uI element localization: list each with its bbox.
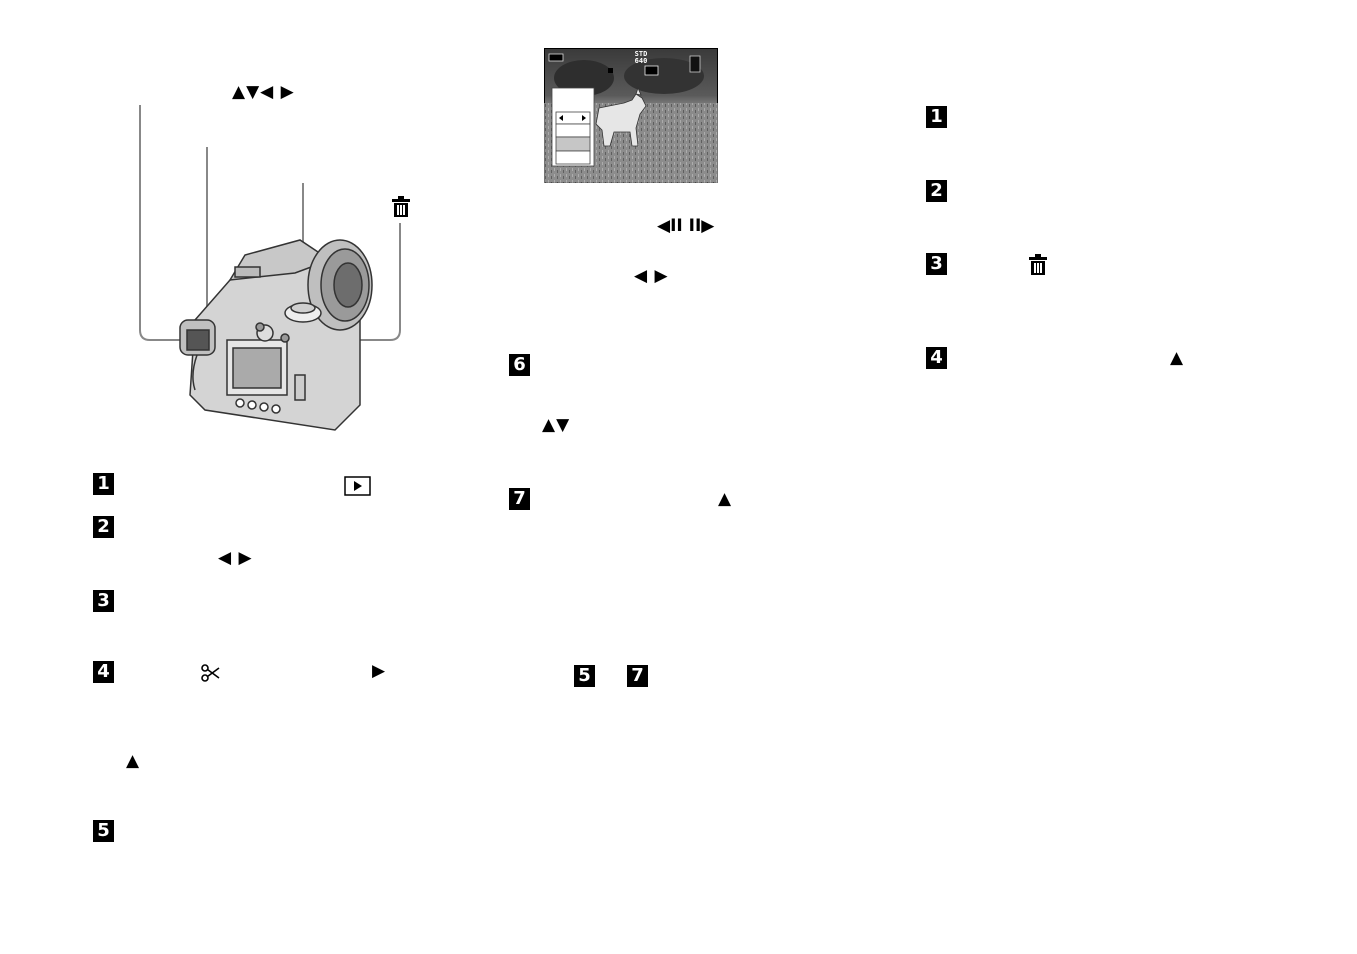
step-number-4: 4 — [93, 661, 114, 683]
right-step-number-4: 4 — [926, 347, 947, 369]
step-number-6: 6 — [509, 354, 530, 376]
quality-label: STD — [634, 50, 648, 58]
right-step-number-3: 3 — [926, 253, 947, 275]
step-number-5: 5 — [93, 820, 114, 842]
mid-up-arrow: ▲ — [718, 489, 733, 509]
frame-buttons-label: ◀II II▶ — [657, 216, 715, 236]
up-down-arrows: ▲▼ — [542, 415, 571, 435]
play-button-icon — [344, 476, 371, 496]
step-number-2: 2 — [93, 516, 114, 538]
step-number-7: 7 — [509, 488, 530, 510]
step-number-3: 3 — [93, 590, 114, 612]
arrow-keys-label: ▲▼◀ ▶ — [232, 82, 295, 102]
right-trash-icon — [1028, 254, 1048, 276]
mid-left-right-arrows: ◀ ▶ — [634, 266, 669, 286]
lcd-screen: STD 640 — [544, 48, 718, 183]
image-size-label: 640 — [634, 57, 648, 65]
trash-icon — [391, 196, 411, 218]
right-up-arrow: ▲ — [1170, 348, 1185, 368]
left-right-arrows: ◀ ▶ — [218, 548, 253, 568]
right-arrow: ▶ — [372, 661, 387, 681]
right-step-number-1: 1 — [926, 106, 947, 128]
scissors-icon — [200, 663, 220, 683]
step-number-1: 1 — [93, 473, 114, 495]
right-step-number-2: 2 — [926, 180, 947, 202]
ref-step-5: 5 — [574, 665, 595, 687]
ref-step-7: 7 — [627, 665, 648, 687]
camera-illustration — [135, 105, 415, 435]
up-arrow: ▲ — [126, 751, 141, 771]
